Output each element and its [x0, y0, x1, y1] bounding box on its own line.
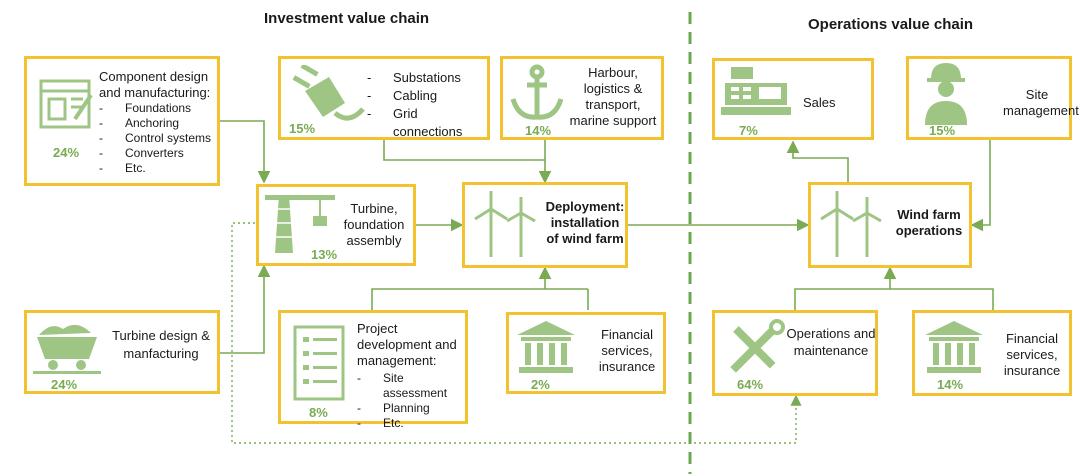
list-item: Etc. — [357, 416, 465, 431]
anchor-icon — [510, 64, 564, 120]
bank-icon — [517, 321, 575, 373]
node-turbine-assembly: 13% Turbine, foundation assembly — [256, 184, 416, 266]
wind-turbine-icon — [474, 191, 536, 257]
plug-icon — [292, 65, 365, 121]
list-item: Cabling — [367, 87, 487, 105]
arrow-component-to-assembly — [218, 120, 271, 184]
pct-om: 64% — [737, 377, 764, 392]
arrow-om-to-operations — [794, 266, 897, 310]
arrow-operations-to-sales — [786, 140, 849, 182]
list-item: Anchoring — [99, 116, 211, 131]
pct-site-management: 15% — [929, 123, 956, 138]
site-management-label: Site management — [1003, 87, 1079, 118]
pct-grid: 15% — [289, 121, 316, 136]
bank-icon — [925, 321, 983, 373]
list-item: Converters — [99, 146, 211, 161]
node-deployment: Deployment: installation of wind farm — [462, 182, 628, 268]
sales-label: Sales — [803, 95, 836, 110]
tools-icon — [730, 319, 785, 373]
deployment-label: Deployment: installation of wind farm — [545, 199, 625, 246]
assembly-label: Turbine, foundation assembly — [343, 201, 405, 248]
pct-sales: 7% — [739, 123, 758, 138]
turbine-design-label: Turbine design & manfacturing — [112, 328, 210, 361]
node-site-management: 15% Site management — [906, 56, 1079, 140]
node-wind-farm-operations: Wind farm operations — [808, 182, 972, 268]
list-item: Site assessment — [357, 371, 465, 401]
worker-icon — [925, 63, 967, 125]
component-title: Component design and manufacturing: — [99, 69, 211, 100]
node-component-design: 24% Component design and manufacturing: … — [24, 56, 220, 186]
node-harbour: 14% Harbour, logistics & transport, mari… — [500, 56, 664, 140]
project-list: Site assessment Planning Etc. — [357, 371, 465, 431]
operations-heading: Operations value chain — [808, 16, 974, 33]
pct-project: 8% — [309, 405, 328, 420]
financial-investment-label: Financial services, insurance — [598, 327, 656, 374]
pct-component: 24% — [53, 145, 80, 160]
node-financial-operations: 14% Financial services, insurance — [912, 310, 1072, 396]
blueprint-icon — [39, 79, 93, 129]
wind-turbine-icon — [820, 191, 882, 257]
list-item: Control systems — [99, 131, 211, 146]
list-item: Substations — [367, 69, 487, 87]
arrow-design-to-assembly — [218, 264, 271, 354]
node-operations-maintenance: 64% Operations and maintenance — [712, 310, 878, 396]
financial-operations-label: Financial services, insurance — [1003, 331, 1061, 378]
list-item: Grid connections — [367, 105, 487, 141]
pct-harbour: 14% — [525, 123, 552, 138]
mine-cart-icon — [33, 324, 101, 374]
component-list: Foundations Anchoring Control systems Co… — [99, 101, 211, 176]
wind-operations-label: Wind farm operations — [895, 207, 963, 238]
arrow-bottom-to-deployment — [371, 266, 552, 310]
project-title: Project development and management: — [357, 321, 457, 368]
checklist-icon — [293, 325, 345, 401]
harbour-label: Harbour, logistics & transport, marine s… — [569, 65, 657, 128]
arrow-sitemgmt-to-operations — [970, 140, 991, 232]
cash-register-icon — [721, 67, 791, 115]
node-sales: 7% Sales — [712, 58, 874, 140]
pct-financial-operations: 14% — [937, 377, 964, 392]
node-financial-investment: 2% Financial services, insurance — [506, 312, 666, 394]
pct-turbine-design: 24% — [51, 377, 78, 392]
node-grid: 15% Substations Cabling Grid connections — [278, 56, 490, 140]
list-item: Planning — [357, 401, 465, 416]
pct-assembly: 13% — [311, 247, 338, 262]
node-turbine-design: 24% Turbine design & manfacturing — [24, 310, 220, 394]
arrow-top-to-deployment — [383, 140, 545, 161]
investment-heading: Investment value chain — [264, 10, 430, 27]
pct-financial-investment: 2% — [531, 377, 550, 392]
grid-list: Substations Cabling Grid connections — [367, 69, 487, 141]
node-project-development: 8% Project development and management: S… — [278, 310, 468, 431]
list-item: Foundations — [99, 101, 211, 116]
crane-icon — [265, 195, 335, 253]
om-label: Operations and maintenance — [786, 326, 876, 358]
list-item: Etc. — [99, 161, 211, 176]
